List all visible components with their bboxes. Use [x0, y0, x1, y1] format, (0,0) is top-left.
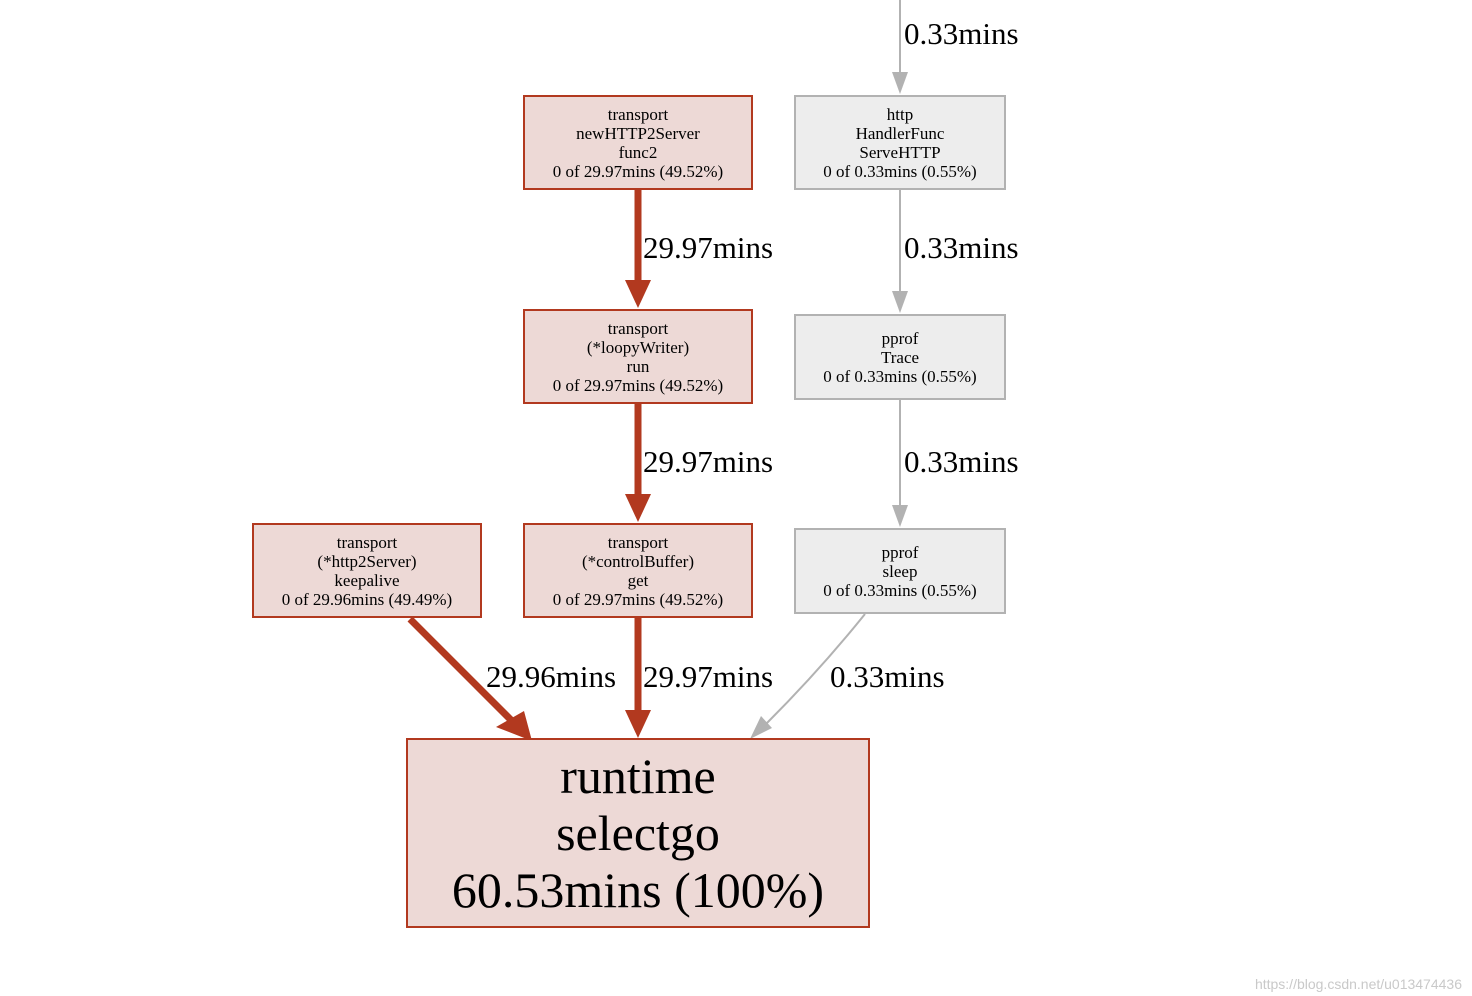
node-line: Trace [880, 347, 920, 367]
edge-newhttp-to-loopy [625, 190, 651, 308]
node-line: transport [607, 532, 669, 552]
edge-keepalive-to-selectgo [407, 616, 532, 741]
node-runtime-selectgo[interactable]: runtime selectgo 60.53mins (100%) [406, 738, 870, 928]
edge-label-loopy-to-control: 29.97mins [643, 444, 774, 479]
node-transport-controlbuffer-get[interactable]: transport (*controlBuffer) get 0 of 29.9… [523, 523, 753, 618]
node-line: transport [607, 318, 669, 338]
node-transport-loopywriter-run[interactable]: transport (*loopyWriter) run 0 of 29.97m… [523, 309, 753, 404]
node-line: transport [336, 532, 398, 552]
node-line: 0 of 29.96mins (49.49%) [281, 589, 453, 609]
edge-label-keepalive-to-selectgo: 29.96mins [486, 659, 617, 694]
node-line: 0 of 0.33mins (0.55%) [823, 580, 977, 600]
edge-into-handler [892, 0, 908, 94]
node-line: (*loopyWriter) [586, 337, 690, 357]
node-line: pprof [881, 328, 919, 348]
node-line: selectgo [556, 804, 720, 861]
node-http-handlerfunc-servehttp[interactable]: http HandlerFunc ServeHTTP 0 of 0.33mins… [794, 95, 1006, 190]
edge-trace-to-sleep [892, 400, 908, 527]
edge-label-sleep-to-selectgo: 0.33mins [830, 659, 945, 694]
node-line: ServeHTTP [859, 142, 941, 162]
edge-control-to-selectgo [625, 618, 651, 738]
node-line: 0 of 0.33mins (0.55%) [823, 366, 977, 386]
node-line: 0 of 29.97mins (49.52%) [552, 161, 724, 181]
edge-handler-to-trace [892, 190, 908, 313]
node-line: transport [607, 104, 669, 124]
edge-sleep-to-selectgo-arrowhead [750, 716, 772, 739]
edge-label-newhttp-to-loopy: 29.97mins [643, 230, 774, 265]
edge-loopy-to-control [625, 404, 651, 522]
node-line: 0 of 29.97mins (49.52%) [552, 375, 724, 395]
node-line: HandlerFunc [855, 123, 945, 143]
node-line: sleep [882, 561, 918, 581]
node-line: runtime [560, 747, 716, 804]
edge-sleep-to-selectgo [765, 613, 866, 725]
node-line: get [627, 570, 649, 590]
node-transport-newhttp2server-func2[interactable]: transport newHTTP2Server func2 0 of 29.9… [523, 95, 753, 190]
edge-label-into-handler: 0.33mins [904, 16, 1019, 51]
watermark-url: https://blog.csdn.net/u013474436 [1254, 976, 1462, 992]
node-transport-http2server-keepalive[interactable]: transport (*http2Server) keepalive 0 of … [252, 523, 482, 618]
node-pprof-trace[interactable]: pprof Trace 0 of 0.33mins (0.55%) [794, 314, 1006, 400]
node-line: run [626, 356, 650, 376]
node-line: http [886, 104, 914, 124]
node-line: pprof [881, 542, 919, 562]
edge-label-handler-to-trace: 0.33mins [904, 230, 1019, 265]
node-line: keepalive [334, 570, 400, 590]
edge-label-trace-to-sleep: 0.33mins [904, 444, 1019, 479]
node-line: (*controlBuffer) [581, 551, 695, 571]
node-line: (*http2Server) [317, 551, 417, 571]
node-line: 60.53mins (100%) [451, 861, 825, 918]
node-line: newHTTP2Server [576, 123, 700, 143]
node-line: func2 [618, 142, 658, 162]
node-line: 0 of 0.33mins (0.55%) [823, 161, 977, 181]
node-pprof-sleep[interactable]: pprof sleep 0 of 0.33mins (0.55%) [794, 528, 1006, 614]
edge-label-control-to-selectgo: 29.97mins [643, 659, 774, 694]
node-line: 0 of 29.97mins (49.52%) [552, 589, 724, 609]
